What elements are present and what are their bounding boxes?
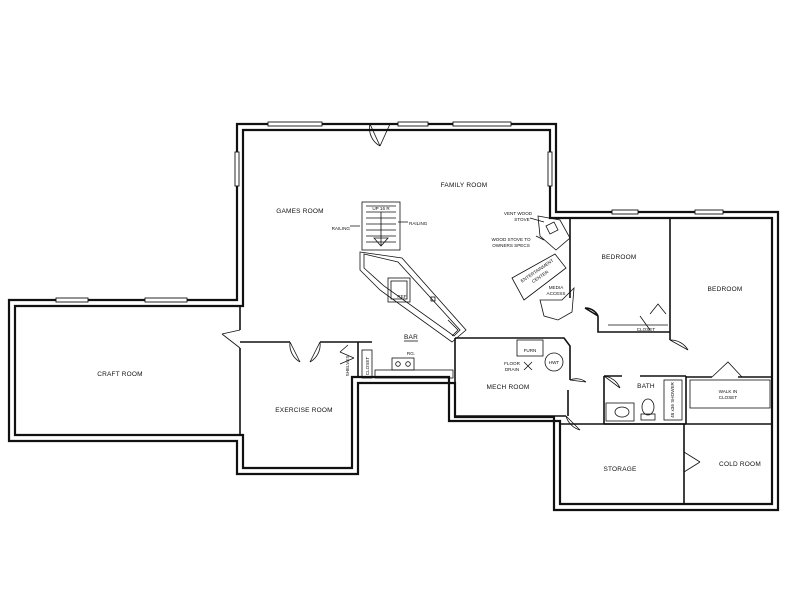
bedroom-closet-label: CLOSET xyxy=(637,327,656,332)
range-label: RG. xyxy=(407,351,415,356)
bath-label: BATH xyxy=(637,383,655,390)
shower-label: 48 x36 SHOWER xyxy=(670,381,675,417)
windows xyxy=(55,121,724,303)
walk-in-closet-label-2: CLOSET xyxy=(719,395,738,400)
exterior-walls xyxy=(7,122,780,512)
entry-door xyxy=(369,123,391,147)
staircase xyxy=(350,201,467,343)
stair-label: UP 16 R xyxy=(372,206,390,211)
railing-left-label: RAILING xyxy=(332,226,351,231)
mech-room-label: MECH ROOM xyxy=(487,384,530,391)
hot-water-tank xyxy=(544,352,564,372)
vent-label-1: VENT WOOD xyxy=(504,211,533,216)
exercise-room-label: EXERCISE ROOM xyxy=(275,407,333,414)
ref-label: REF xyxy=(397,294,406,299)
family-room-label: FAMILY ROOM xyxy=(441,182,488,189)
exercise-closet-label: CLOSET xyxy=(365,357,370,376)
railing-right-label: RAILING xyxy=(409,221,428,226)
interior-walls xyxy=(221,218,772,504)
vent-label-2: STOVE xyxy=(514,217,530,222)
furnace-label: FURN xyxy=(524,348,537,353)
games-room-label: GAMES ROOM xyxy=(276,208,324,215)
furnace xyxy=(516,339,544,357)
bedroom-2-label: BEDROOM xyxy=(708,286,743,293)
floor-drain xyxy=(523,361,533,371)
storage-label: STORAGE xyxy=(603,466,637,473)
wood-stove-label-2: OWNERS SPECS xyxy=(492,243,530,248)
craft-room-label: CRAFT ROOM xyxy=(97,371,143,378)
walk-in-closet-label-1: WALK IN xyxy=(719,389,738,394)
cold-room-label: COLD ROOM xyxy=(719,461,761,468)
hwt-label: HWT xyxy=(549,360,560,365)
floor-drain-label-1: FLOOR xyxy=(504,361,521,366)
bar-label: BAR xyxy=(404,334,418,341)
media-access-label-1: MEDIA xyxy=(549,285,564,290)
wood-stove-label-1: WOOD STOVE TO xyxy=(491,237,530,242)
shelves-label: SHELVES xyxy=(345,356,350,377)
wood-stove-area xyxy=(511,215,575,321)
floor-drain-label-2: DRAIN xyxy=(505,367,519,372)
media-access-label-2: ACCESS xyxy=(547,291,566,296)
bedroom-1-label: BEDROOM xyxy=(602,254,637,261)
